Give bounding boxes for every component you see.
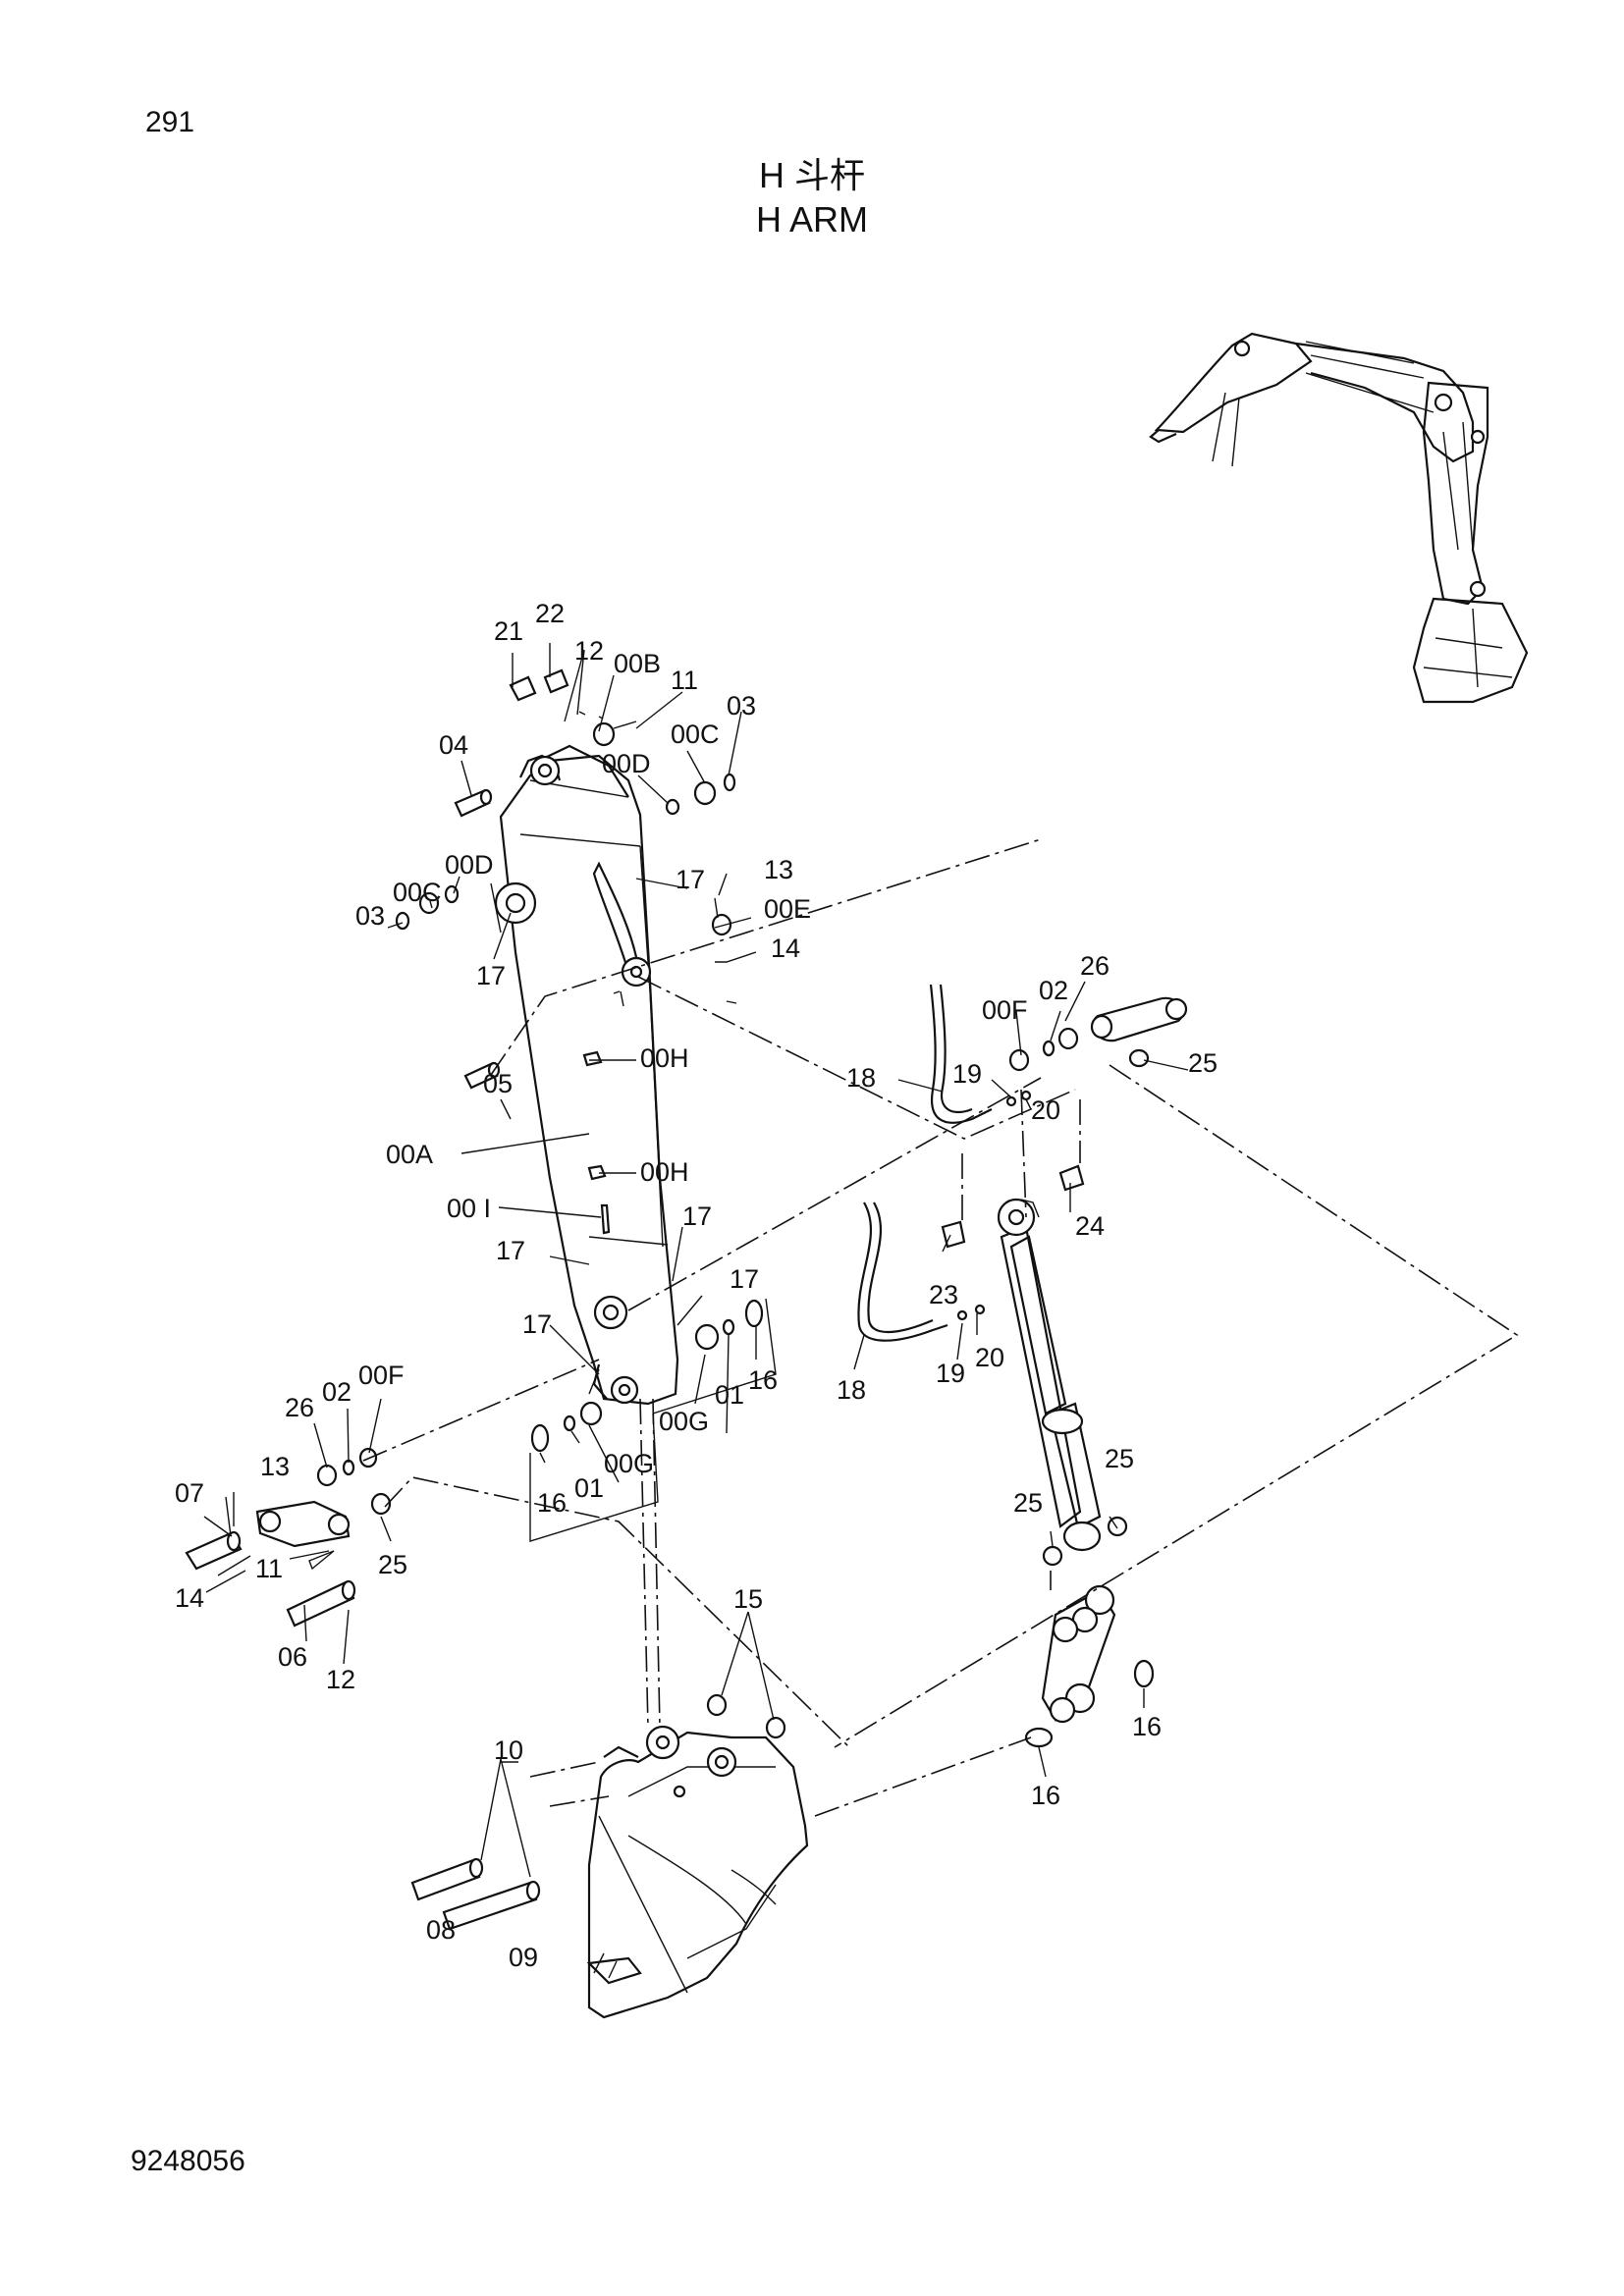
callout: 00D xyxy=(445,850,494,880)
callout: 17 xyxy=(476,961,506,990)
callout: 23 xyxy=(929,1280,958,1309)
callout: 16 xyxy=(537,1488,567,1518)
callout: 08 xyxy=(426,1915,456,1945)
callout: 25 xyxy=(1188,1048,1218,1078)
callout: 00C xyxy=(671,720,720,749)
callout: 00F xyxy=(358,1361,405,1390)
side-link xyxy=(185,1447,392,1628)
callout: 02 xyxy=(322,1377,352,1407)
bucket-pins xyxy=(410,1857,541,1931)
callout: 20 xyxy=(1031,1095,1060,1125)
callout: 16 xyxy=(1132,1712,1162,1741)
callout: 00F xyxy=(982,995,1028,1025)
upper-link xyxy=(1008,996,1188,1072)
callout: 12 xyxy=(326,1665,355,1694)
callout: 00C xyxy=(393,878,442,907)
callout: 19 xyxy=(952,1059,982,1089)
callout: 26 xyxy=(285,1393,314,1422)
callout: 19 xyxy=(936,1359,965,1388)
callout: 18 xyxy=(837,1375,866,1405)
callout: 10 xyxy=(494,1735,523,1765)
callout: 14 xyxy=(175,1583,204,1613)
callout: 18 xyxy=(846,1063,876,1093)
overview-inset xyxy=(1149,332,1529,704)
callout: 17 xyxy=(496,1236,525,1265)
callout: 00 I xyxy=(447,1194,491,1223)
callout: 17 xyxy=(522,1309,552,1339)
callout: 05 xyxy=(483,1069,513,1098)
callout: 04 xyxy=(439,730,468,760)
callout: 11 xyxy=(671,666,698,695)
callout-labels: 21 22 12 00B 11 03 00C 04 00D 00D 00C 03… xyxy=(175,599,1218,1972)
callout: 00H xyxy=(640,1157,689,1187)
title-english: H ARM xyxy=(755,199,868,240)
callout: 06 xyxy=(278,1642,307,1672)
callout: 03 xyxy=(727,691,756,721)
callout: 15 xyxy=(733,1584,763,1614)
callout: 17 xyxy=(676,865,705,894)
bucket-link xyxy=(1024,1584,1155,1748)
callout: 00G xyxy=(604,1449,654,1478)
callout: 17 xyxy=(682,1201,712,1231)
callout: 01 xyxy=(715,1380,744,1410)
callout: 00G xyxy=(659,1407,709,1436)
lower-hardware xyxy=(529,1298,777,1542)
callout: 00H xyxy=(640,1043,689,1073)
bucket-cylinder xyxy=(941,1164,1128,1567)
callout: 00B xyxy=(614,649,661,678)
callout: 03 xyxy=(355,901,385,931)
callout: 00D xyxy=(602,749,651,778)
callout: 14 xyxy=(771,934,800,963)
arm-body xyxy=(490,744,679,1406)
title-chinese: H 斗杆 xyxy=(758,155,865,195)
callout: 09 xyxy=(509,1943,538,1972)
leader-lines xyxy=(203,643,1189,1878)
callout: 16 xyxy=(748,1365,778,1395)
callout: 02 xyxy=(1039,976,1068,1005)
callout: 24 xyxy=(1075,1211,1105,1241)
callout: 17 xyxy=(730,1264,759,1294)
callout: 00E xyxy=(764,894,811,924)
callout: 00A xyxy=(386,1140,433,1169)
callout: 13 xyxy=(260,1452,290,1481)
callout: 20 xyxy=(975,1343,1004,1372)
callout: 25 xyxy=(378,1550,407,1579)
callout: 26 xyxy=(1080,951,1110,981)
callout: 13 xyxy=(764,855,793,884)
callout: 07 xyxy=(175,1478,204,1508)
callout: 25 xyxy=(1013,1488,1043,1518)
document-number: 9248056 xyxy=(131,2145,245,2177)
callout: 12 xyxy=(574,636,604,666)
bucket xyxy=(586,1693,809,2019)
alignment-lines xyxy=(362,838,1519,1817)
callout: 21 xyxy=(494,616,523,646)
callout: 16 xyxy=(1031,1781,1060,1810)
page-number: 291 xyxy=(145,106,195,138)
callout: 11 xyxy=(255,1554,283,1583)
callout: 22 xyxy=(535,599,565,628)
callout: 01 xyxy=(574,1473,604,1503)
callout: 25 xyxy=(1105,1444,1134,1473)
